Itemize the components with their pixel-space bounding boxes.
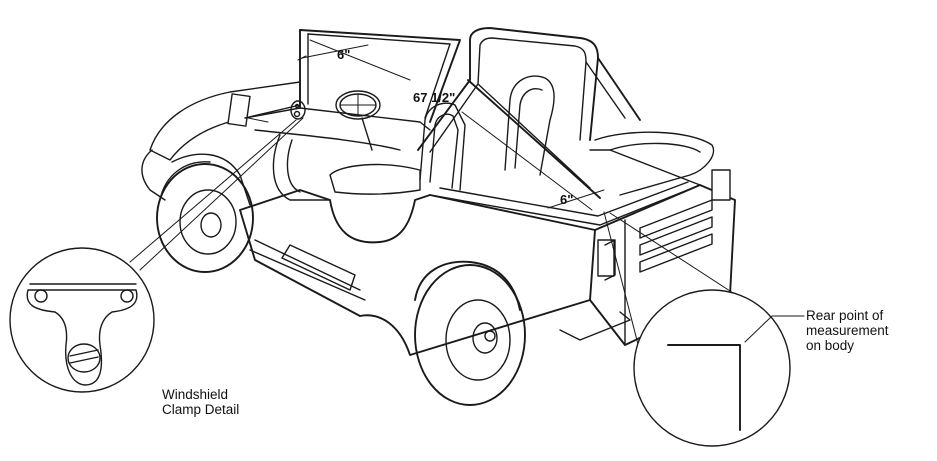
diagonal-line-lower (461, 111, 593, 211)
rear-wheel (414, 264, 526, 406)
dim-rear-6in: 6" (560, 192, 573, 207)
rear-corner-mark (667, 344, 741, 431)
rear-point-detail (603, 211, 805, 447)
rear-tail-panel (589, 184, 736, 346)
body-tub-side (239, 189, 596, 356)
clamp-hole-right (120, 289, 134, 303)
side-mirror (227, 93, 251, 127)
rear-caption-line3: on body (806, 338, 854, 353)
rear-point-pointer (744, 315, 805, 343)
windshield-clamp-detail (9, 117, 304, 393)
front-wheel (156, 163, 254, 273)
jeep-illustration (141, 27, 736, 406)
clamp-leader-line-1 (129, 119, 297, 263)
clamp-detail-circle (9, 247, 155, 393)
windshield-frame (299, 29, 461, 123)
dim-67-half-in: 67 1/2" (413, 90, 455, 105)
clamp-caption-line2: Clamp Detail (162, 402, 239, 417)
clamp-screw (67, 343, 101, 373)
roll-bar (417, 27, 599, 151)
clamp-plate (26, 289, 138, 386)
diagonal-line-upper (309, 39, 411, 81)
rear-leader-line-1 (603, 211, 641, 353)
clamp-leader-line-2 (139, 117, 304, 271)
rear-caption-line2: measurement (806, 323, 889, 338)
tail-light-right (711, 169, 731, 201)
rear-caption-line1: Rear point of (806, 308, 884, 323)
clamp-hole-left (34, 289, 48, 303)
rear-6in-line (547, 189, 605, 209)
windshield-clamp (290, 100, 306, 120)
clamp-caption-line1: Windshield (162, 387, 228, 402)
tail-light-left (597, 239, 615, 277)
dim-windshield-6in: 6" (337, 47, 350, 62)
dimension-lines (297, 39, 605, 211)
windshield-6in-line (301, 44, 369, 59)
steering-wheel (335, 90, 381, 120)
rear-point-circle (633, 289, 791, 447)
